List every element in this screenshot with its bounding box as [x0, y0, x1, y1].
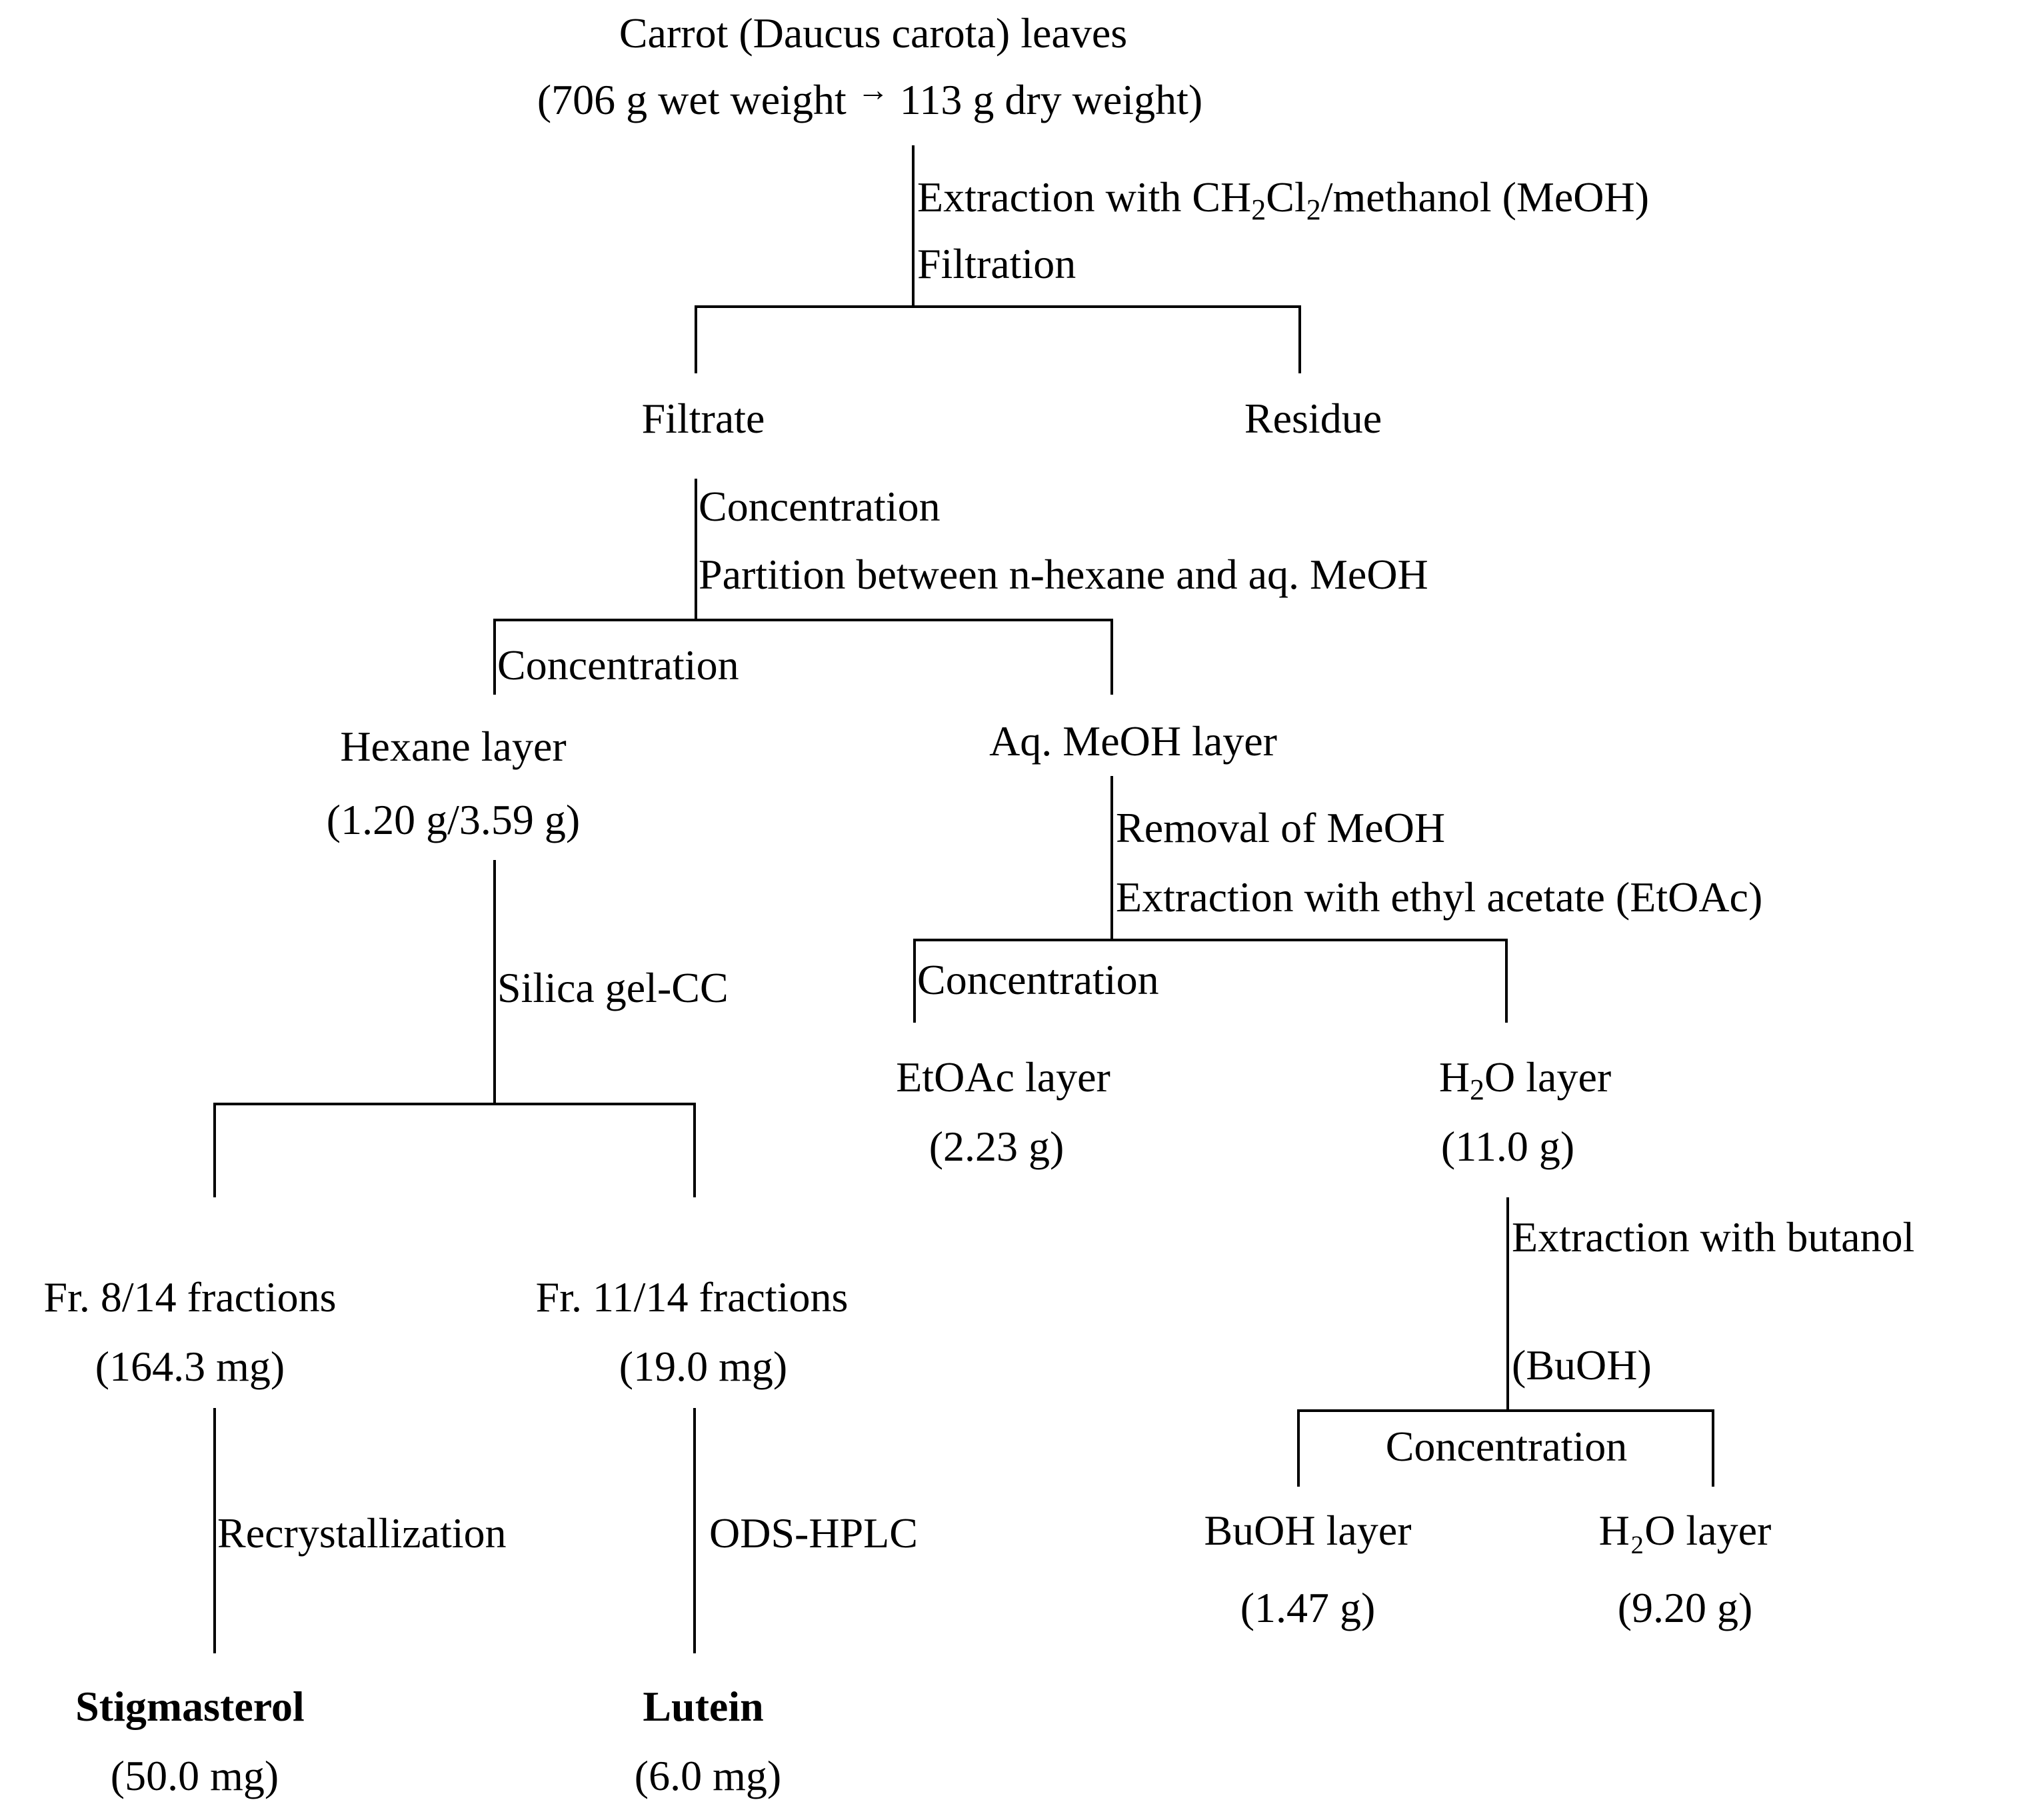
fraction-11-node: Fr. 11/14 fractions [535, 1273, 849, 1321]
water-layer-node: H2O layer [1438, 1053, 1612, 1106]
filtrate-node: Filtrate [641, 395, 765, 442]
water-layer-amount: (11.0 g) [1440, 1123, 1575, 1170]
removal-meoh-step: Removal of MeOH [1116, 804, 1446, 851]
arrow-right-icon: → [857, 73, 889, 108]
aq-meoh-layer-node: Aq. MeOH layer [989, 717, 1277, 765]
dry-weight: 113 g dry weight) [899, 76, 1203, 123]
extraction-step-1: Extraction with CH2Cl2/methanol (MeOH) [917, 173, 1650, 226]
recrystallization-step: Recrystallization [217, 1509, 507, 1557]
hexane-layer-amount: (1.20 g/3.59 g) [326, 796, 581, 843]
etoac-extraction-step: Extraction with ethyl acetate (EtOAc) [1116, 873, 1763, 921]
fraction-8-node: Fr. 8/14 fractions [43, 1273, 337, 1321]
water-layer-2-node: H₂O layer [1598, 1507, 1772, 1554]
ods-hplc-step: ODS-HPLC [709, 1509, 918, 1557]
fraction-11-amount: (19.0 mg) [619, 1343, 788, 1390]
etoac-layer-node: EtOAc layer [896, 1053, 1110, 1101]
aq-meoh-concentration: Concentration [917, 956, 1159, 1003]
etoac-layer-amount: (2.23 g) [929, 1123, 1064, 1170]
buoh-layer-node: BuOH layer [1204, 1507, 1412, 1554]
source-weight: (706 g wet weight → 113 g dry weight) [537, 67, 1202, 133]
lutein-node: Lutein [643, 1683, 764, 1730]
lutein-amount: (6.0 mg) [634, 1752, 782, 1799]
filtration-step: Filtration [917, 240, 1076, 287]
residue-node: Residue [1244, 395, 1382, 442]
buoh-layer-amount: (1.47 g) [1240, 1584, 1376, 1631]
stigmasterol-node: Stigmasterol [75, 1683, 305, 1730]
partition-step: Partition between n-hexane and aq. MeOH [699, 551, 1428, 598]
hexane-concentration: Concentration [497, 641, 739, 689]
hexane-layer-node: Hexane layer [340, 723, 567, 770]
concentration-step-2: Concentration [699, 483, 941, 530]
silica-gel-step: Silica gel-CC [497, 964, 729, 1011]
fraction-8-amount: (164.3 mg) [95, 1343, 285, 1390]
water-layer-2-amount: (9.20 g) [1617, 1584, 1753, 1631]
wet-weight: (706 g wet weight [537, 76, 847, 123]
stigmasterol-amount: (50.0 mg) [110, 1752, 279, 1799]
butanol-label: (BuOH) [1512, 1341, 1652, 1389]
source-name: Carrot (Daucus carota) leaves [619, 9, 1128, 57]
butanol-concentration: Concentration [1385, 1423, 1628, 1470]
butanol-extraction-step: Extraction with butanol [1512, 1213, 1915, 1261]
